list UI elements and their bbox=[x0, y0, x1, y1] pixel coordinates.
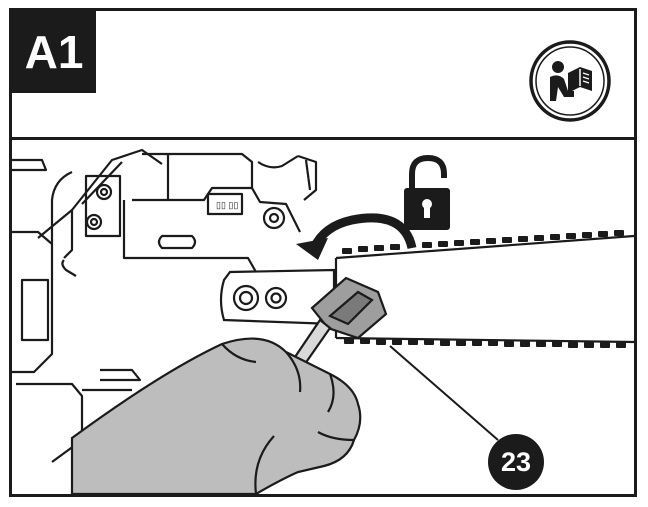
unlock-padlock-icon bbox=[404, 154, 450, 230]
step-label: A1 bbox=[12, 11, 96, 93]
saw-chain bbox=[342, 230, 626, 348]
counterclockwise-arrow-icon bbox=[296, 213, 417, 260]
callout-leader bbox=[389, 345, 499, 441]
svg-text:▯▯ ▯▯: ▯▯ ▯▯ bbox=[216, 200, 238, 210]
header-divider bbox=[12, 137, 634, 140]
callout-23: 23 bbox=[488, 434, 544, 490]
callout-badge bbox=[488, 434, 544, 490]
chainsaw-illustration: ▯▯ ▯▯ bbox=[12, 148, 634, 494]
read-manual-icon bbox=[529, 40, 611, 122]
callout-number: 23 bbox=[500, 447, 532, 477]
instruction-panel: A1 bbox=[9, 8, 637, 497]
guide-bar bbox=[334, 234, 634, 344]
gloved-hand bbox=[70, 337, 362, 494]
